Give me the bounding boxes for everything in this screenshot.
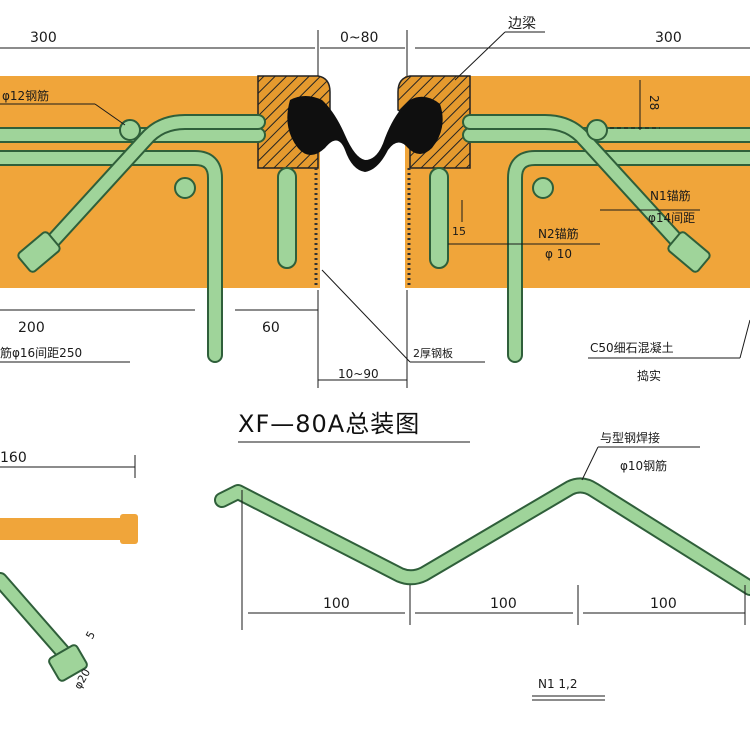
label-n2-anchor: N2锚筋 — [538, 226, 579, 241]
lower-left-bar-segment — [0, 518, 130, 540]
dim-right-300: 300 — [655, 30, 682, 46]
label-phi12: φ12钢筋 — [2, 88, 49, 103]
dim-gap-bottom: 10~90 — [338, 367, 379, 381]
dim-28: 28 — [647, 95, 661, 110]
dim-wave-2: 100 — [490, 596, 517, 612]
label-steel-plate: 2厚钢板 — [413, 346, 453, 360]
part-label-n1: N1 1,2 — [538, 677, 578, 691]
dim-160: 160 — [0, 450, 27, 466]
dim-left-300: 300 — [30, 30, 57, 46]
n1-wave-rebar — [216, 479, 750, 594]
drawing-title: XF—80A总装图 — [238, 410, 420, 438]
label-n1-spacing: φ14间距 — [648, 211, 695, 225]
label-edge-beam: 边梁 — [508, 16, 536, 32]
dim-gap: 0~80 — [340, 30, 378, 46]
label-n2-phi: φ 10 — [545, 247, 572, 261]
lower-left-anchor-head — [48, 644, 88, 682]
left-rebar-group — [0, 114, 266, 363]
label-n1-anchor: N1锚筋 — [650, 188, 691, 203]
right-rebar-group — [462, 114, 750, 363]
left-n2-anchor-bar — [277, 167, 297, 269]
dim-5: 5 — [83, 629, 98, 642]
dim-wave-3: 100 — [650, 596, 677, 612]
label-weld: 与型钢焊接 — [600, 430, 660, 445]
dim-wave-1: 100 — [323, 596, 350, 612]
rubber-seal-strip — [287, 96, 443, 172]
label-concrete-2: 捣实 — [637, 368, 661, 383]
dim-15: 15 — [452, 225, 466, 238]
dim-60: 60 — [262, 320, 280, 336]
label-concrete-1: C50细石混凝土 — [590, 340, 674, 355]
right-n2-anchor-bar — [429, 167, 449, 269]
label-bottom-rebar: 筋φ16间距250 — [0, 345, 82, 360]
dim-200: 200 — [18, 320, 45, 336]
label-wave-rebar: φ10钢筋 — [620, 458, 667, 473]
